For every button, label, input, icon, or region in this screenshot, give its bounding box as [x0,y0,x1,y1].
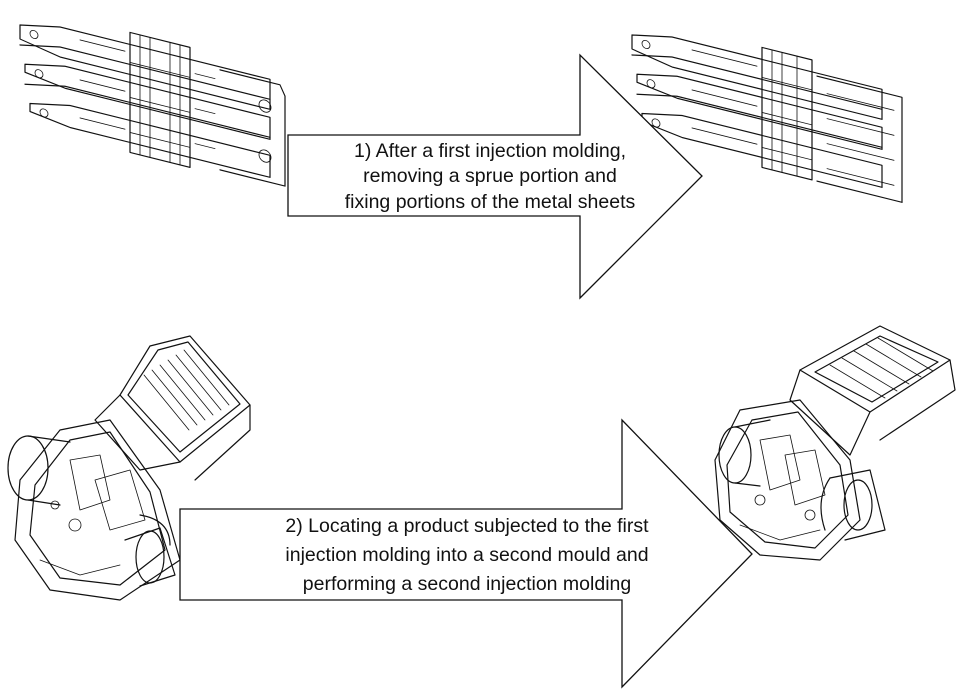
step-1-line-2: removing a sprue portion and [363,165,617,187]
step-1-arrow [287,53,703,300]
step-1-line-1: 1) After a first injection molding, [354,140,626,162]
step-2-line-2: injection molding into a second mould an… [285,544,648,566]
step-1-line-3: fixing portions of the metal sheets [345,191,636,213]
step-2-arrow [179,418,753,689]
step-2-line-1: 2) Locating a product subjected to the f… [285,515,649,537]
step-1-label: 1) After a first injection molding, remo… [345,140,636,213]
metal-sheet-frame-trimmed-drawing [631,34,903,203]
step-2-label: 2) Locating a product subjected to the f… [285,515,649,595]
connector-second-molding-drawing [714,325,956,561]
metal-sheet-frame-drawing [19,24,286,187]
connector-first-molding-drawing [7,335,251,601]
step-2-line-3: performing a second injection molding [303,573,631,595]
